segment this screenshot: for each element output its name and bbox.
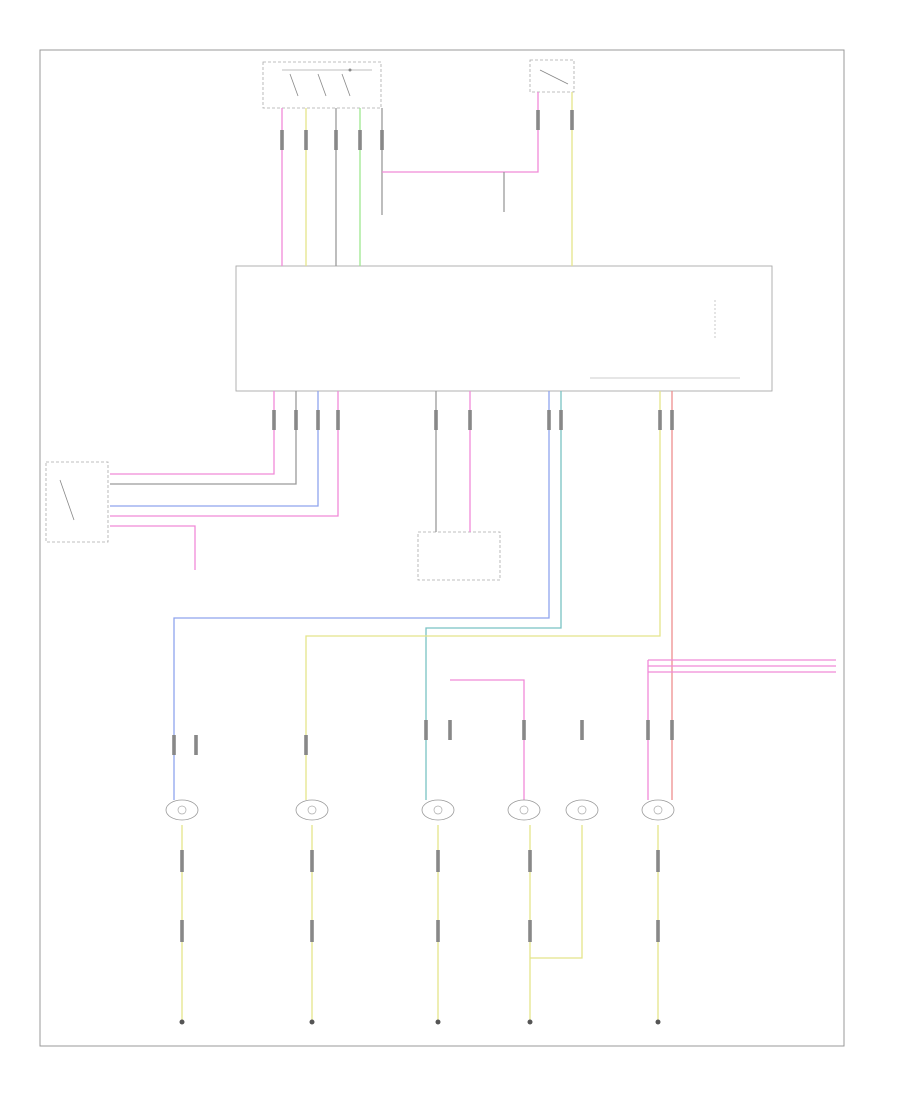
connector bbox=[294, 410, 298, 430]
connector bbox=[172, 735, 176, 755]
wire-pink-splice bbox=[382, 92, 539, 173]
instrument-panel bbox=[417, 531, 501, 581]
connector bbox=[380, 130, 384, 150]
ground-3 bbox=[435, 825, 441, 1025]
wire-teal-a bbox=[425, 391, 562, 800]
ground-5 bbox=[655, 825, 661, 1025]
wire-layer bbox=[110, 92, 836, 959]
connector bbox=[658, 410, 662, 430]
wire-gray-d bbox=[110, 391, 297, 485]
wire-yellow-bridge bbox=[530, 825, 583, 959]
connector bbox=[580, 720, 584, 740]
wire-pink-c bbox=[110, 391, 339, 517]
lamp-layer bbox=[165, 799, 675, 821]
connector bbox=[570, 110, 574, 130]
connector bbox=[468, 410, 472, 430]
wire-blue-b bbox=[173, 391, 550, 800]
wire-pink-d bbox=[110, 525, 196, 570]
wire-yellow-c bbox=[305, 391, 661, 800]
connector bbox=[559, 410, 563, 430]
connector bbox=[316, 410, 320, 430]
lamp-3 bbox=[421, 799, 455, 821]
ground-1 bbox=[179, 825, 185, 1025]
connector bbox=[670, 720, 674, 740]
connector bbox=[547, 410, 551, 430]
connector bbox=[448, 720, 452, 740]
ground-2 bbox=[309, 825, 315, 1025]
connector bbox=[424, 720, 428, 740]
connector bbox=[272, 410, 276, 430]
diagram-frame bbox=[39, 49, 845, 1047]
connector bbox=[304, 735, 308, 755]
connector bbox=[194, 735, 198, 755]
ground-4 bbox=[527, 825, 533, 1025]
lamp-4 bbox=[507, 799, 541, 821]
headlamp-switch bbox=[45, 461, 109, 543]
connector bbox=[646, 720, 650, 740]
multifunction-switch bbox=[262, 61, 382, 109]
wire-pink-b bbox=[110, 391, 275, 475]
connector bbox=[334, 130, 338, 150]
connector bbox=[304, 130, 308, 150]
connector bbox=[536, 110, 540, 130]
ground-layer bbox=[179, 825, 661, 1025]
connector bbox=[280, 130, 284, 150]
lamp-1 bbox=[165, 799, 199, 821]
connector bbox=[522, 720, 526, 740]
wire-blue-a bbox=[110, 391, 319, 507]
connector bbox=[336, 410, 340, 430]
connector bbox=[358, 130, 362, 150]
wire-pink-f bbox=[450, 679, 525, 800]
lamp-2 bbox=[295, 799, 329, 821]
liftgate-switch bbox=[529, 59, 575, 93]
lamp-6 bbox=[641, 799, 675, 821]
body-control-module bbox=[235, 265, 773, 392]
connector bbox=[670, 410, 674, 430]
connector bbox=[434, 410, 438, 430]
lamp-5 bbox=[565, 799, 599, 821]
